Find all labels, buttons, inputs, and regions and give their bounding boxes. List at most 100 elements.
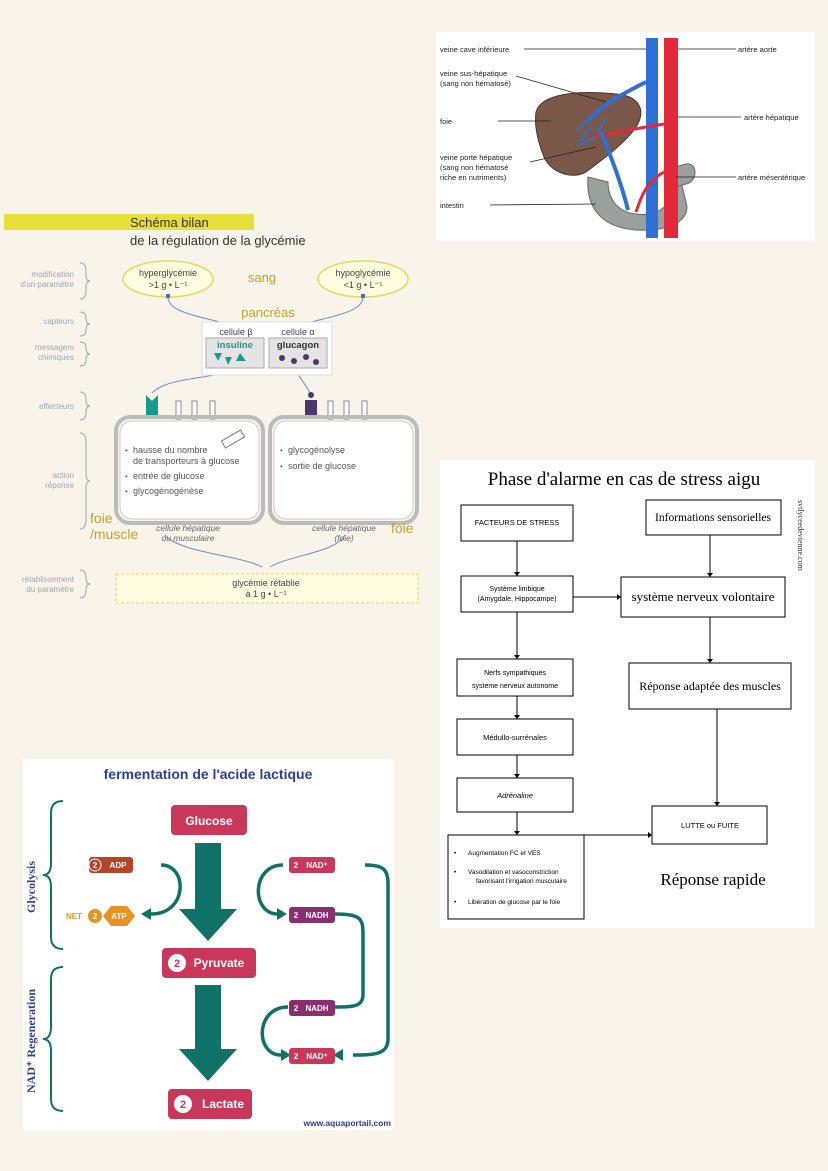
text-nerfs-1: Nerfs sympathiques — [484, 670, 546, 677]
stress-title: Phase d'alarme en cas de stress aigu — [488, 469, 761, 490]
regeneration-label: NAD⁺ Regeneration — [24, 989, 38, 1093]
hypo-label-1: hypoglycémie — [335, 268, 390, 278]
insuline-receptor — [146, 395, 158, 415]
side-brace-2 — [79, 311, 91, 337]
hypo-label-2: <1 g • L⁻¹ — [344, 280, 383, 290]
effect-2-1: Vasodilation et vasoconstriction — [468, 869, 559, 876]
curve-inner-loop — [334, 912, 365, 1009]
label-artere-aorte: artère aorte — [738, 45, 777, 54]
svg-text:•: • — [280, 462, 283, 471]
nad-top-badge — [289, 857, 335, 873]
glucose-label: Glucose — [185, 814, 233, 828]
label-intestin: intestin — [440, 201, 464, 210]
side-action-1: action — [53, 471, 74, 480]
transporter-icon — [220, 429, 246, 449]
left-item-3: glycogénogénèse — [133, 486, 204, 496]
nad-bottom-label: NAD⁺ — [306, 1052, 328, 1061]
insuline-label: insuline — [217, 340, 253, 351]
adp-count: 2 — [93, 861, 98, 870]
stress-panel: Phase d'alarme en cas de stress aigu svt… — [440, 460, 815, 928]
foie-muscle-label-2: /muscle — [90, 526, 138, 542]
atp-label: ATP — [111, 912, 127, 921]
retabli-box — [115, 573, 419, 604]
text-reponse-muscles: Réponse adaptée des muscles — [639, 679, 781, 693]
nad-bottom-badge — [289, 1048, 335, 1064]
text-reponse-rapide: Réponse rapide — [660, 870, 765, 889]
box-infos — [645, 499, 782, 536]
fermentation-panel: fermentation de l'acide lactique Glycoly… — [23, 759, 394, 1130]
text-volontaire: système nerveux volontaire — [632, 589, 775, 604]
fermentation-diagram: fermentation de l'acide lactique Glycoly… — [24, 766, 391, 1128]
hypoglycemie-ellipse — [317, 260, 409, 298]
glycolysis-brace — [42, 800, 64, 950]
lactate-label: Lactate — [202, 1097, 244, 1111]
glucagon-label: glucagon — [277, 340, 319, 351]
label-artere-hepatique: artère hépatique — [744, 113, 799, 122]
side-action-2: réponse — [45, 481, 74, 490]
membrane-channels — [175, 400, 368, 420]
box-lutte — [651, 805, 768, 845]
hyper-label-2: >1 g • L⁻¹ — [149, 280, 188, 290]
label-veine-porte-2: (sang non hématosé — [440, 163, 508, 172]
effect-3: Libération de glucose par le foie — [468, 899, 561, 906]
box-nerfs — [456, 658, 574, 697]
glycemie-diagram: Schéma bilan de la régulation de la glyc… — [4, 214, 419, 604]
text-infos: Informations sensorielles — [655, 512, 771, 524]
retabli-label-1: glycémie rétablie — [232, 578, 300, 588]
label-veine-porte-1: veine porte hépatique — [440, 153, 512, 162]
box-adrenaline — [456, 777, 574, 813]
cellule-alpha-label: cellule α — [281, 327, 314, 337]
cell-hep-right-1: cellule hépatique — [312, 523, 376, 533]
curve-outer-loop — [352, 863, 390, 1057]
atp-badge — [103, 906, 135, 926]
left-cell-outer — [114, 415, 265, 525]
effect-2-2: favorisant l'irrigation musculaire — [476, 878, 567, 885]
side-messagers-2: chimiques — [38, 353, 74, 362]
svg-text:•: • — [125, 472, 128, 481]
fermentation-title: fermentation de l'acide lactique — [104, 766, 313, 782]
hyper-label-1: hyperglycémie — [139, 268, 197, 278]
glucagon-receptor — [305, 392, 317, 415]
box-effects — [447, 834, 585, 920]
atp-count-circle — [88, 909, 102, 923]
curve-nadh-nad — [260, 1005, 289, 1057]
nadh-bottom-badge — [289, 1000, 335, 1016]
stress-flowchart: Phase d'alarme en cas de stress aigu svt… — [447, 469, 805, 920]
label-veine-porte-3: riche en nutriments) — [440, 173, 507, 182]
left-cell — [119, 420, 260, 520]
glycemie-title-2: de la régulation de la glycémie — [130, 233, 306, 248]
arrow-left-retab — [164, 534, 263, 568]
aquaportail-footer: www.aquaportail.com — [302, 1118, 391, 1128]
side-modif-1: modification — [31, 270, 74, 279]
foie-right-label: foie — [391, 520, 414, 536]
nad-bottom-count: 2 — [294, 1052, 299, 1061]
arrow-glucose-pyruvate — [179, 843, 237, 941]
label-foie: foie — [440, 117, 452, 126]
text-limbique-2: (Amygdale, Hippocampe) — [478, 596, 557, 603]
text-medullo: Médullo-surrénales — [483, 733, 547, 742]
glycemie-panel: Schéma bilan de la régulation de la glyc… — [0, 205, 430, 615]
insuline-molecules — [214, 353, 246, 365]
vena-cava — [646, 38, 658, 238]
retabli-label-2: à 1 g • L⁻¹ — [246, 589, 287, 599]
title-highlight — [4, 214, 254, 230]
nadh-top-count: 2 — [294, 911, 299, 920]
cell-hep-left-2: ou musculaire — [162, 533, 215, 543]
lactate-count-circle — [174, 1095, 192, 1113]
glucose-box — [171, 805, 247, 835]
nad-top-label: NAD⁺ — [306, 861, 328, 870]
hyperglycemie-ellipse — [122, 260, 214, 298]
svg-text:•: • — [125, 446, 128, 455]
glycolysis-label: Glycolysis — [24, 861, 38, 913]
cell-hep-right-2: (foie) — [334, 533, 354, 543]
box-medullo — [456, 718, 574, 756]
aorta — [664, 38, 678, 238]
text-lutte: LUTTE ou FUITE — [681, 821, 739, 830]
side-messagers-1: messagers — [35, 343, 74, 352]
right-cell — [273, 420, 414, 520]
left-item-1-1: hausse du nombre — [133, 445, 208, 455]
liver-diagram: veine cave inférieure veine sus-hépatiqu… — [440, 38, 805, 238]
side-brace-5 — [79, 432, 91, 530]
label-veine-sus-2: (sang non hématosé) — [440, 79, 511, 88]
regeneration-brace — [42, 966, 64, 1112]
